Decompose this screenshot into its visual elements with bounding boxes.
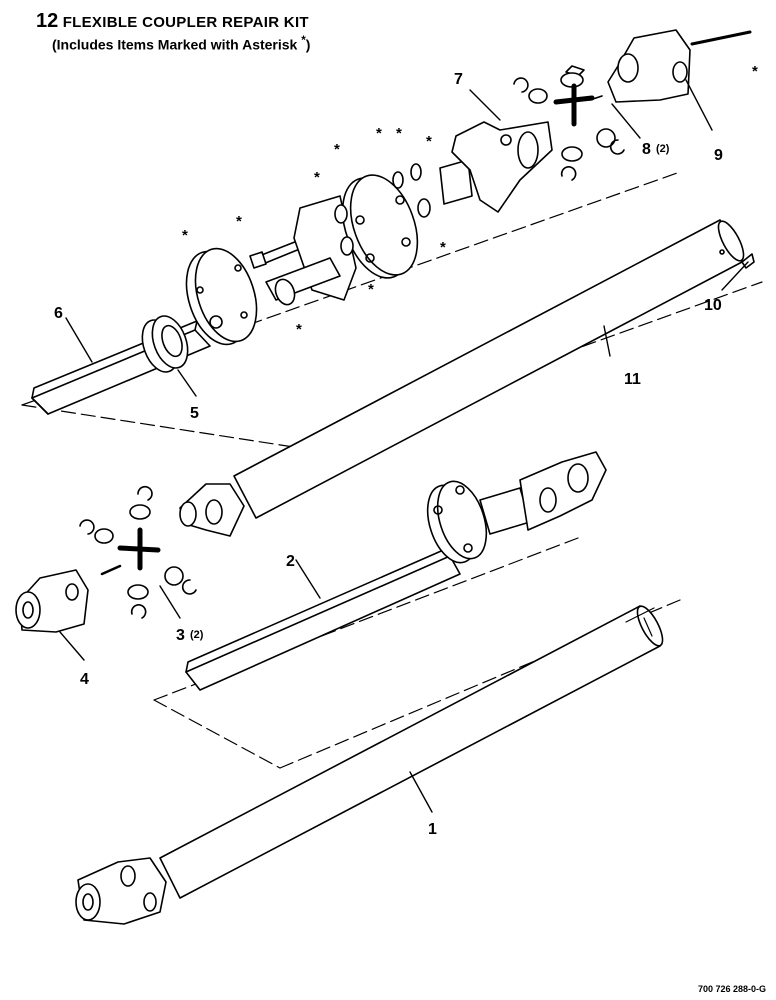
callout-2: 2 (286, 553, 295, 570)
kit-asterisks: * * * * * * * * * * * (182, 63, 758, 338)
asterisk-marker: * (334, 141, 340, 158)
callout-7: 7 (454, 71, 463, 88)
callout-8-qty: (2) (656, 143, 670, 155)
callout-8: 8 (642, 141, 651, 158)
callout-labels: 1 2 3 (2) 4 5 6 7 8 (2) 9 10 11 (54, 71, 723, 838)
yoke-flange (451, 121, 553, 213)
asterisk-marker: * (426, 133, 432, 150)
asterisk-marker: * (182, 227, 188, 244)
asterisk-marker: * (376, 125, 382, 142)
bearing-ring (141, 315, 189, 373)
asterisk-marker: * (440, 239, 446, 256)
asterisk-marker: * (396, 125, 402, 142)
callout-5: 5 (190, 405, 199, 422)
callout-3-qty: (2) (190, 629, 204, 641)
yoke-end-lower (15, 569, 89, 633)
subtitle-suffix: ) (305, 36, 311, 53)
tube-lower-yoke (75, 857, 167, 925)
callout-4: 4 (80, 671, 89, 688)
asterisk-marker: * (236, 213, 242, 230)
reference-number: 700 726 288-0-G (697, 984, 766, 994)
callout-9: 9 (714, 147, 723, 164)
diagram-title: 12 FLEXIBLE COUPLER REPAIR KIT (36, 10, 309, 33)
coupler-flange-left (185, 247, 258, 346)
kit-number: 12 (36, 10, 59, 32)
asterisk-marker: * (314, 169, 320, 186)
tube-upper-yoke (179, 483, 245, 537)
coupler-assembly-lower (426, 451, 607, 564)
asterisk-marker: * (296, 321, 302, 338)
square-shaft-lower (185, 547, 461, 691)
subtitle-prefix: (Includes Items Marked with Asterisk (52, 36, 302, 53)
universal-joint-lower (79, 485, 197, 619)
leader-lines (59, 79, 749, 813)
callout-11: 11 (624, 371, 641, 388)
callout-6: 6 (54, 305, 63, 322)
diagram-subtitle: (Includes Items Marked with Asterisk *) (52, 34, 310, 53)
tube-lower (159, 605, 664, 899)
subtitle-star: * (301, 34, 306, 47)
universal-joint-upper (513, 65, 625, 181)
asterisk-marker: * (368, 281, 374, 298)
callout-10: 10 (704, 297, 722, 314)
yoke-end-upper (607, 29, 752, 103)
kit-title: FLEXIBLE COUPLER REPAIR KIT (62, 14, 309, 31)
asterisk-marker: * (752, 63, 758, 80)
callout-3: 3 (176, 627, 185, 644)
callout-1: 1 (428, 821, 437, 838)
washers-and-nuts (334, 159, 473, 256)
